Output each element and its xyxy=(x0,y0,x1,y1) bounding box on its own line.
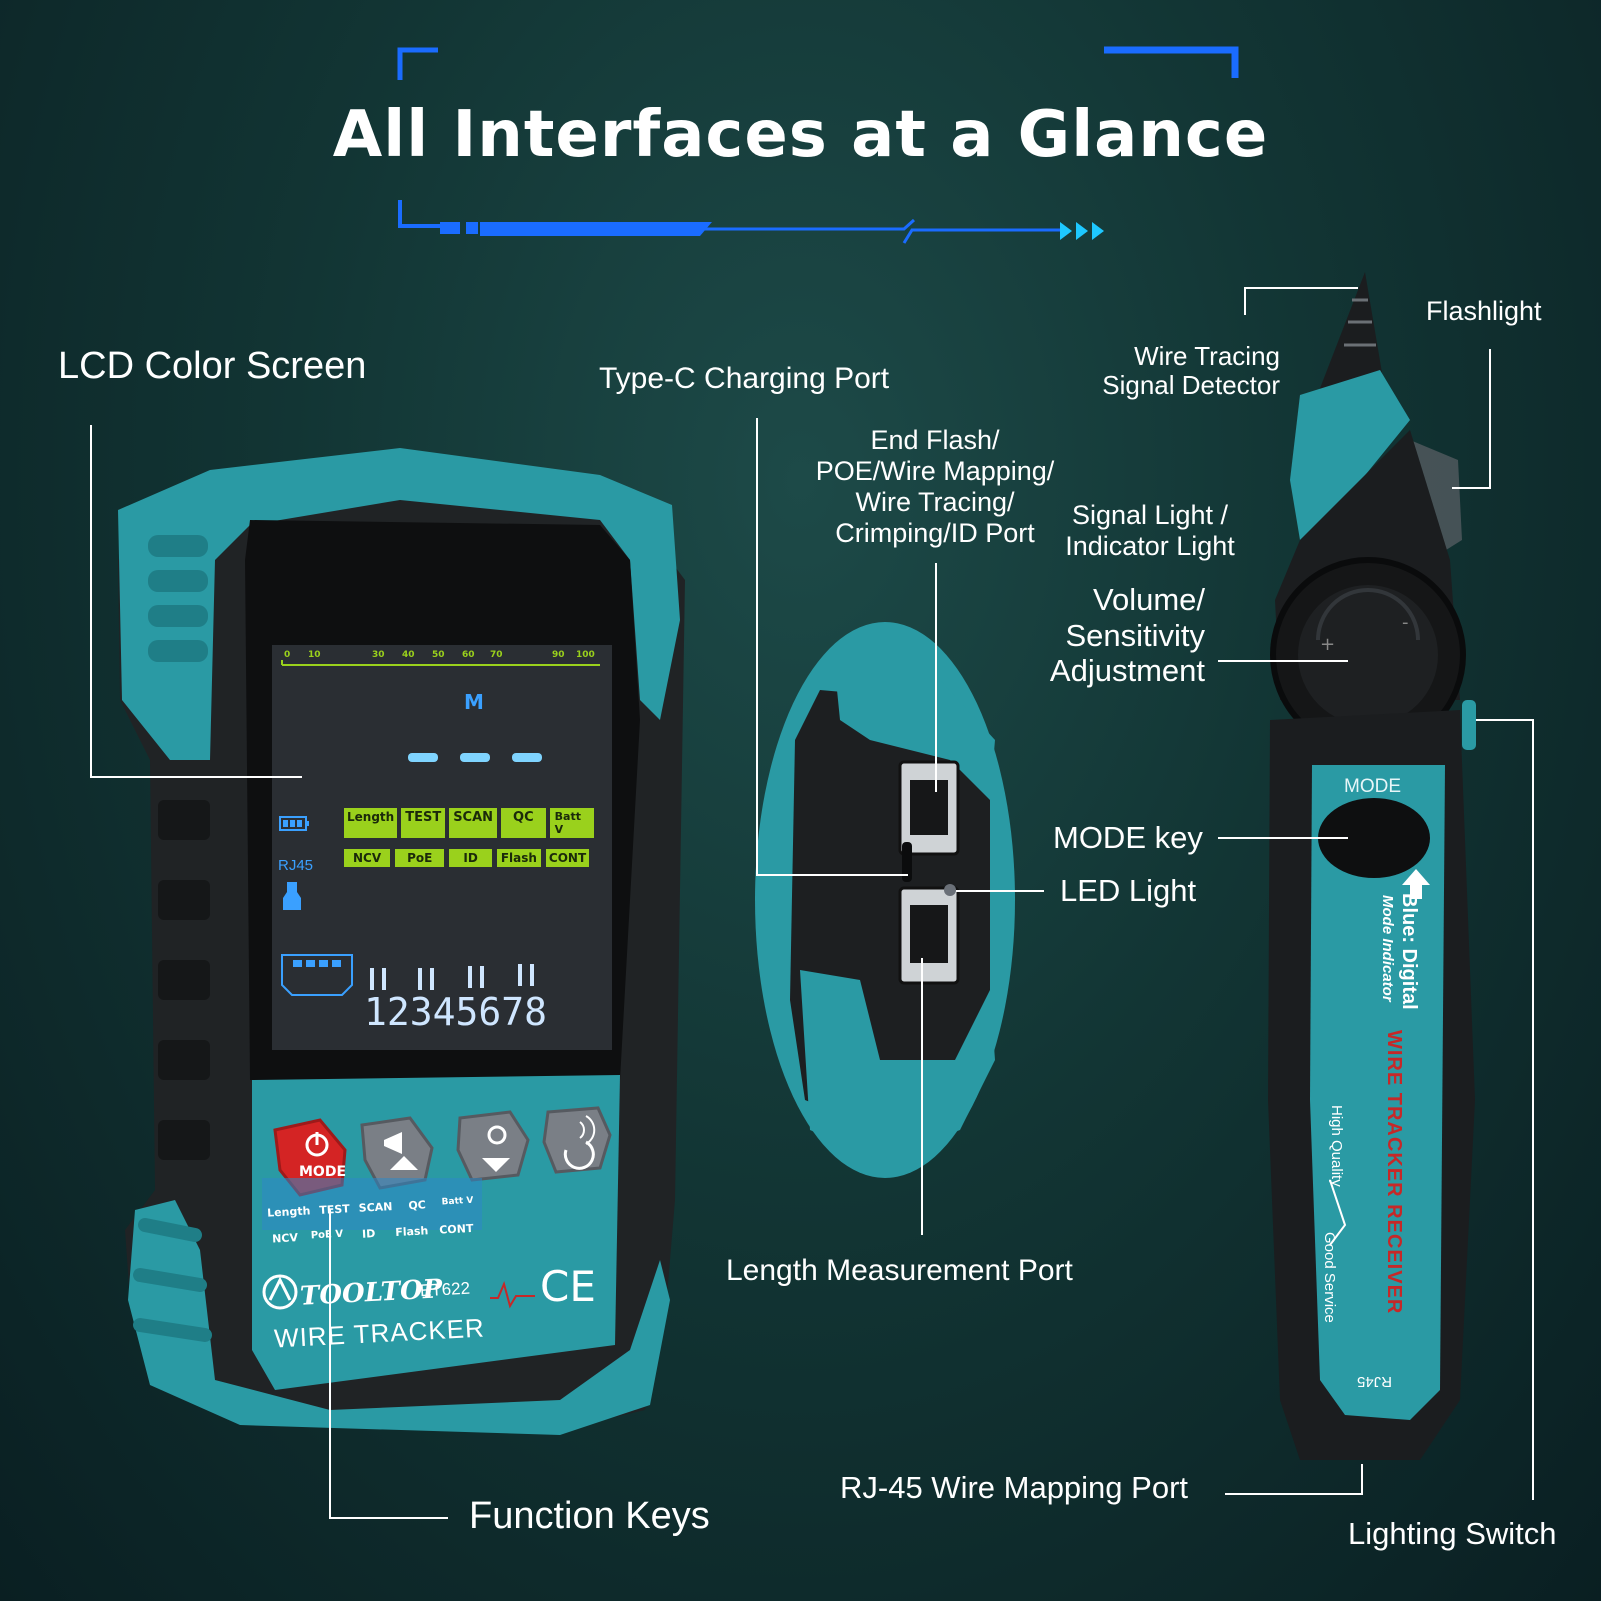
screen-mode-batt: Batt V xyxy=(549,808,594,838)
screen-mode-qc: QC xyxy=(501,808,546,838)
screen-mode-cont: CONT xyxy=(545,849,590,867)
scale-tick: 30 xyxy=(372,650,385,660)
label-line: Sensitivity xyxy=(1065,617,1205,653)
label-length-port: Length Measurement Port xyxy=(726,1254,1073,1287)
label-rj45-port: RJ-45 Wire Mapping Port xyxy=(840,1470,1189,1505)
ce-mark: CE xyxy=(540,1262,596,1311)
screen-modes-row1: Length TEST SCAN QC Batt V xyxy=(344,808,594,838)
lcd-pin-numbers: 12345678 xyxy=(364,990,548,1034)
label-line: Adjustment xyxy=(1049,653,1205,689)
label-led-light: LED Light xyxy=(1060,873,1197,908)
label-line: Volume/ xyxy=(1092,582,1205,617)
label-lcd-screen: LCD Color Screen xyxy=(58,345,367,387)
scale-tick: 60 xyxy=(462,650,475,660)
label-flashlight: Flashlight xyxy=(1426,296,1542,326)
scale-tick: 90 xyxy=(552,650,565,660)
screen-modes-row2: NCV PoE ID Flash CONT xyxy=(344,849,594,867)
screen-mode-id: ID xyxy=(449,849,492,867)
screen-mode-scan: SCAN xyxy=(449,808,498,838)
receiver-mode-label: MODE xyxy=(1344,776,1401,797)
screen-mode-flash: Flash xyxy=(496,849,541,867)
lcd-scale-ticks: 0 10 30 40 50 60 70 90 100 xyxy=(280,650,600,664)
svg-text:+: + xyxy=(1320,634,1335,655)
scale-tick: 70 xyxy=(490,650,503,660)
label-lighting-switch: Lighting Switch xyxy=(1348,1516,1557,1551)
screen-mode-length: Length xyxy=(344,808,398,838)
label-mode-key: MODE key xyxy=(1053,820,1203,855)
label-line: Signal Light / xyxy=(1071,500,1229,530)
screen-mode-test: TEST xyxy=(401,808,446,838)
label-line: Signal Detector xyxy=(1102,370,1280,401)
page-title: All Interfaces at a Glance xyxy=(332,98,1269,172)
scale-tick: 50 xyxy=(432,650,445,660)
label-line: Crimping/ID Port xyxy=(835,518,1035,549)
scale-tick: 40 xyxy=(402,650,415,660)
label-function-keys: Function Keys xyxy=(469,1495,710,1537)
label-line: POE/Wire Mapping/ xyxy=(815,456,1055,487)
screen-mode-ncv: NCV xyxy=(344,849,391,867)
label-line: Wire Tracing/ xyxy=(855,487,1015,518)
svg-text:-: - xyxy=(1402,612,1409,633)
label-end-flash: End Flash/ POE/Wire Mapping/ Wire Tracin… xyxy=(790,425,1080,549)
mode-button[interactable]: MODE xyxy=(299,1164,347,1180)
label-line: Indicator Light xyxy=(1065,531,1235,562)
scale-tick: 0 xyxy=(284,650,291,660)
scale-tick: 100 xyxy=(576,650,595,660)
screen-mode-poe: PoE xyxy=(395,849,445,867)
label-type-c: Type-C Charging Port xyxy=(599,362,890,395)
lcd-rj45-label: RJ45 xyxy=(278,857,314,874)
label-wire-tracing: Wire Tracing Signal Detector xyxy=(1060,341,1280,401)
label-volume: Volume/ Sensitivity Adjustment xyxy=(1000,582,1205,689)
label-line: End Flash/ xyxy=(870,425,1000,455)
label-line: Wire Tracing xyxy=(1134,341,1280,371)
label-signal-light: Signal Light / Indicator Light xyxy=(1050,500,1250,562)
lcd-mode-letter: M xyxy=(464,690,484,714)
scale-tick: 10 xyxy=(308,650,321,660)
